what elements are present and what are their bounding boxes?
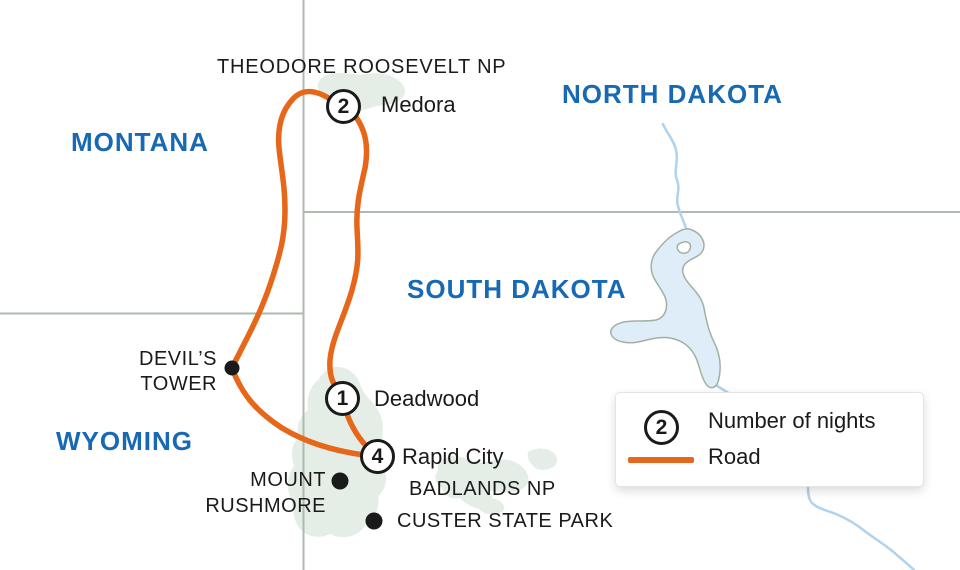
route-devils-tower-to-rapid-city [229, 365, 367, 458]
badlands-park-area-lobe [527, 448, 558, 470]
label-theodore-roosevelt-np: THEODORE ROOSEVELT NP [217, 56, 507, 78]
label-custer-state-park: CUSTER STATE PARK [397, 510, 614, 532]
state-label-wyoming: WYOMING [56, 426, 193, 456]
legend-nights-label: Number of nights [708, 408, 876, 433]
route-medora-to-devils-tower [229, 88, 333, 371]
nights-badge-rapid-city: 4 [360, 439, 395, 474]
legend-nights-symbol: 2 [644, 410, 679, 445]
custer-state-park-dot [365, 512, 383, 530]
lake-oahe [610, 228, 721, 389]
badlands-park-area-lobe-2 [476, 498, 505, 515]
legend-box: 2 Number of nights Road [615, 392, 924, 487]
label-rapid-city: Rapid City [402, 444, 504, 469]
label-badlands-np: BADLANDS NP [409, 478, 556, 500]
legend-road-swatch [628, 457, 694, 463]
water-features [610, 122, 916, 570]
label-deadwood: Deadwood [374, 386, 480, 411]
nights-badge-medora: 2 [326, 89, 361, 124]
badlands-park-area [435, 456, 529, 509]
state-label-montana: MONTANA [71, 127, 209, 157]
point-markers [224, 360, 383, 530]
mount-rushmore-dot [331, 472, 349, 490]
legend-road-label: Road [708, 444, 761, 469]
north-river [661, 122, 689, 233]
road-route [229, 88, 372, 458]
state-label-north-dakota: NORTH DAKOTA [562, 79, 783, 109]
route-medora-to-deadwood [327, 114, 370, 394]
nights-badge-deadwood: 1 [325, 381, 360, 416]
label-devils-tower: DEVIL’S TOWER [139, 348, 217, 395]
label-medora: Medora [381, 92, 456, 117]
label-mount-rushmore: MOUNT RUSHMORE [205, 469, 326, 517]
state-label-south-dakota: SOUTH DAKOTA [407, 274, 627, 304]
devils-tower-dot [224, 360, 240, 376]
